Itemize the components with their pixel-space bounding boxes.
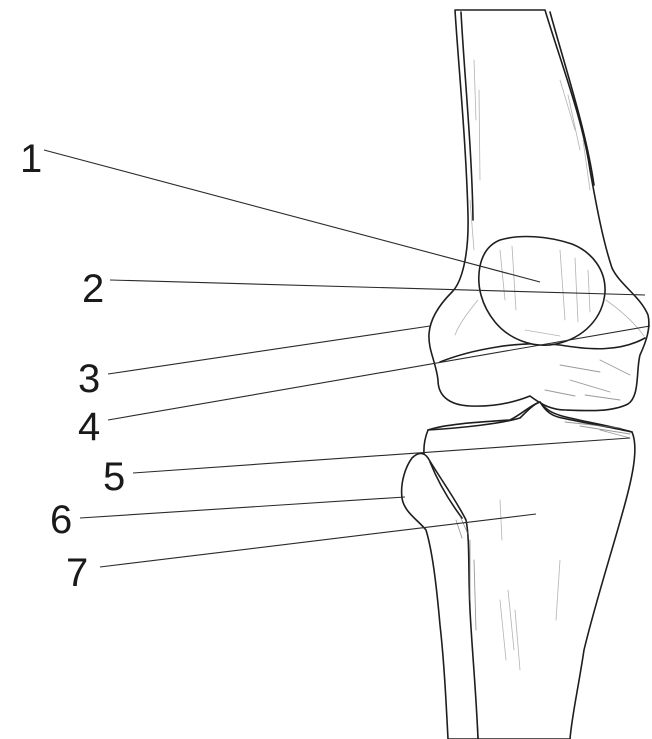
leader-line-3 [108,326,430,374]
leader-line-6 [80,497,405,518]
label-2: 2 [82,267,104,311]
number-labels: 1 2 3 4 5 6 7 [20,137,125,595]
femur-outline [429,10,649,411]
label-3: 3 [78,357,100,401]
label-7: 7 [66,551,88,595]
femur [429,10,649,411]
label-1: 1 [20,137,42,181]
label-5: 5 [103,455,125,499]
label-6: 6 [50,498,72,542]
label-4: 4 [78,405,100,449]
